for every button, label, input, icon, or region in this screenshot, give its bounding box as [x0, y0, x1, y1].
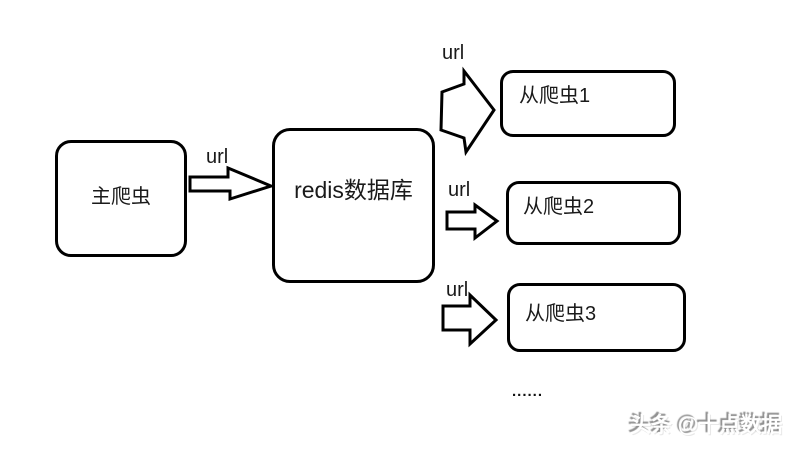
node-slave-crawler-3-label: 从爬虫3 — [525, 303, 597, 325]
node-slave-crawler-2: 从爬虫2 — [506, 181, 681, 245]
edge-label-main-to-redis: url — [206, 146, 229, 168]
node-redis-db: redis数据库 — [272, 128, 435, 283]
node-slave-crawler-3: 从爬虫3 — [507, 283, 686, 352]
node-main-crawler: 主爬虫 — [55, 140, 187, 257]
node-slave-crawler-1-label: 从爬虫1 — [519, 85, 591, 107]
edge-label-redis-to-slave3: url — [446, 279, 469, 301]
more-slaves-ellipsis: ...... — [512, 383, 544, 400]
toutiao-watermark: 头条 @十点数据 — [630, 414, 783, 437]
block-arrow-icon-main-to-redis — [188, 165, 276, 202]
node-redis-db-label: redis数据库 — [294, 176, 413, 203]
edge-label-redis-to-slave1: url — [442, 42, 465, 64]
node-slave-crawler-1: 从爬虫1 — [500, 70, 676, 137]
node-slave-crawler-2-label: 从爬虫2 — [523, 195, 595, 218]
edge-label-redis-to-slave2: url — [448, 179, 471, 201]
block-arrow-icon-redis-to-slave3 — [441, 291, 499, 348]
node-main-crawler-label: 主爬虫 — [91, 186, 151, 208]
block-arrow-icon-redis-to-slave1 — [439, 66, 496, 157]
block-arrow-icon-redis-to-slave2 — [445, 202, 500, 242]
